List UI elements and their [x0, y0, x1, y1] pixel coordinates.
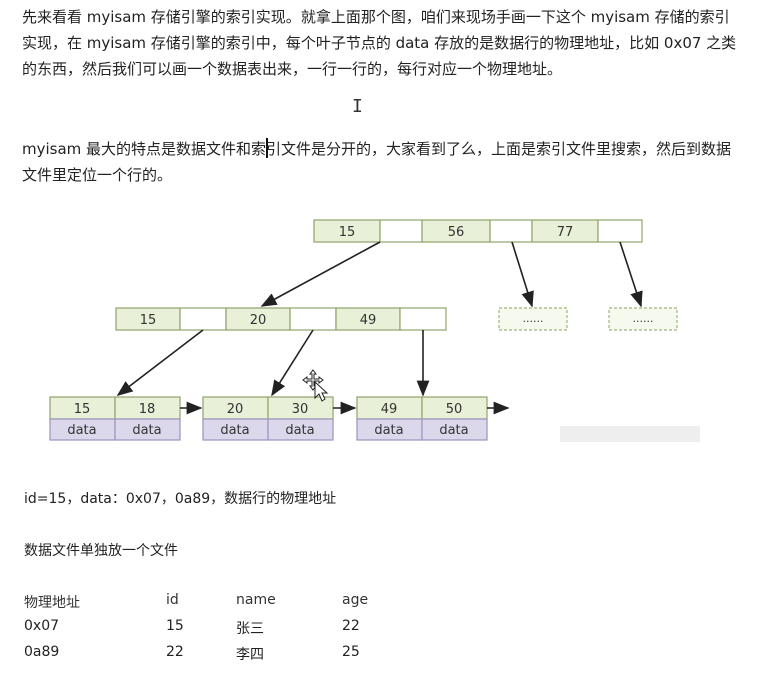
data-file-note: 数据文件单独放一个文件 — [24, 543, 178, 559]
tree-edges — [116, 241, 643, 415]
blurred-region — [560, 426, 700, 442]
root-key-3: 77 — [557, 225, 574, 240]
column-header: name — [236, 592, 276, 608]
root-key-2: 56 — [448, 225, 465, 240]
feature-paragraph: myisam 最大的特点是数据文件和索引文件是分开的，大家看到了么，上面是索引文… — [22, 140, 732, 184]
column-header: 物理地址 — [24, 595, 80, 611]
leaf-key: 50 — [446, 402, 463, 417]
id-data-note: id=15，data：0x07，0a89，数据行的物理地址 — [24, 491, 337, 507]
placeholder-node-2: ...... — [608, 307, 678, 331]
cell-age: 22 — [342, 618, 360, 634]
leaf-data: data — [374, 423, 403, 438]
column-header: age — [342, 592, 369, 608]
leaf-key: 49 — [381, 402, 398, 417]
root-key-1: 15 — [339, 225, 356, 240]
mid-key-1: 15 — [140, 313, 157, 328]
intro-paragraph: 先来看看 myisam 存储引擎的索引实现。就拿上面那个图，咱们来现场手画一下这… — [22, 8, 737, 78]
mid-key-2: 20 — [250, 313, 267, 328]
edge-mid-to-leaf-2 — [271, 329, 314, 397]
leaf-data: data — [220, 423, 249, 438]
svg-text:......: ...... — [523, 312, 544, 325]
svg-text:......: ...... — [633, 312, 654, 325]
leaf-key: 30 — [292, 402, 309, 417]
leaf-key: 18 — [139, 402, 156, 417]
move-cursor-icon — [302, 369, 329, 402]
root-node: 15 56 77 — [313, 219, 643, 243]
column-header: id — [166, 592, 179, 608]
leaf-node-2: 20 30 data data — [202, 396, 334, 441]
leaf-node-1: 15 18 data data — [49, 396, 181, 441]
cell-name: 李四 — [236, 647, 264, 663]
leaf-data: data — [439, 423, 468, 438]
edge-mid-to-leaf-1 — [116, 329, 204, 396]
edge-root-to-placeholder-2 — [619, 241, 643, 308]
internal-node: 15 20 49 — [115, 307, 447, 331]
leaf-key: 15 — [74, 402, 91, 417]
leaf-node-3: 49 50 data data — [356, 396, 488, 441]
cell-name: 张三 — [236, 621, 264, 637]
text-caret — [266, 138, 268, 158]
leaf-data: data — [67, 423, 96, 438]
edge-root-to-placeholder-1 — [511, 241, 534, 308]
cell-id: 15 — [166, 618, 184, 634]
mid-key-3: 49 — [360, 313, 377, 328]
cell-age: 25 — [342, 644, 360, 660]
placeholder-node-1: ...... — [498, 307, 568, 331]
leaf-key: 20 — [227, 402, 244, 417]
cell-id: 22 — [166, 644, 184, 660]
cell-address: 0a89 — [24, 644, 60, 660]
text-cursor-icon: I — [352, 96, 363, 117]
leaf-data: data — [132, 423, 161, 438]
edge-root-to-mid — [260, 241, 381, 307]
cell-address: 0x07 — [24, 618, 60, 634]
leaf-data: data — [285, 423, 314, 438]
